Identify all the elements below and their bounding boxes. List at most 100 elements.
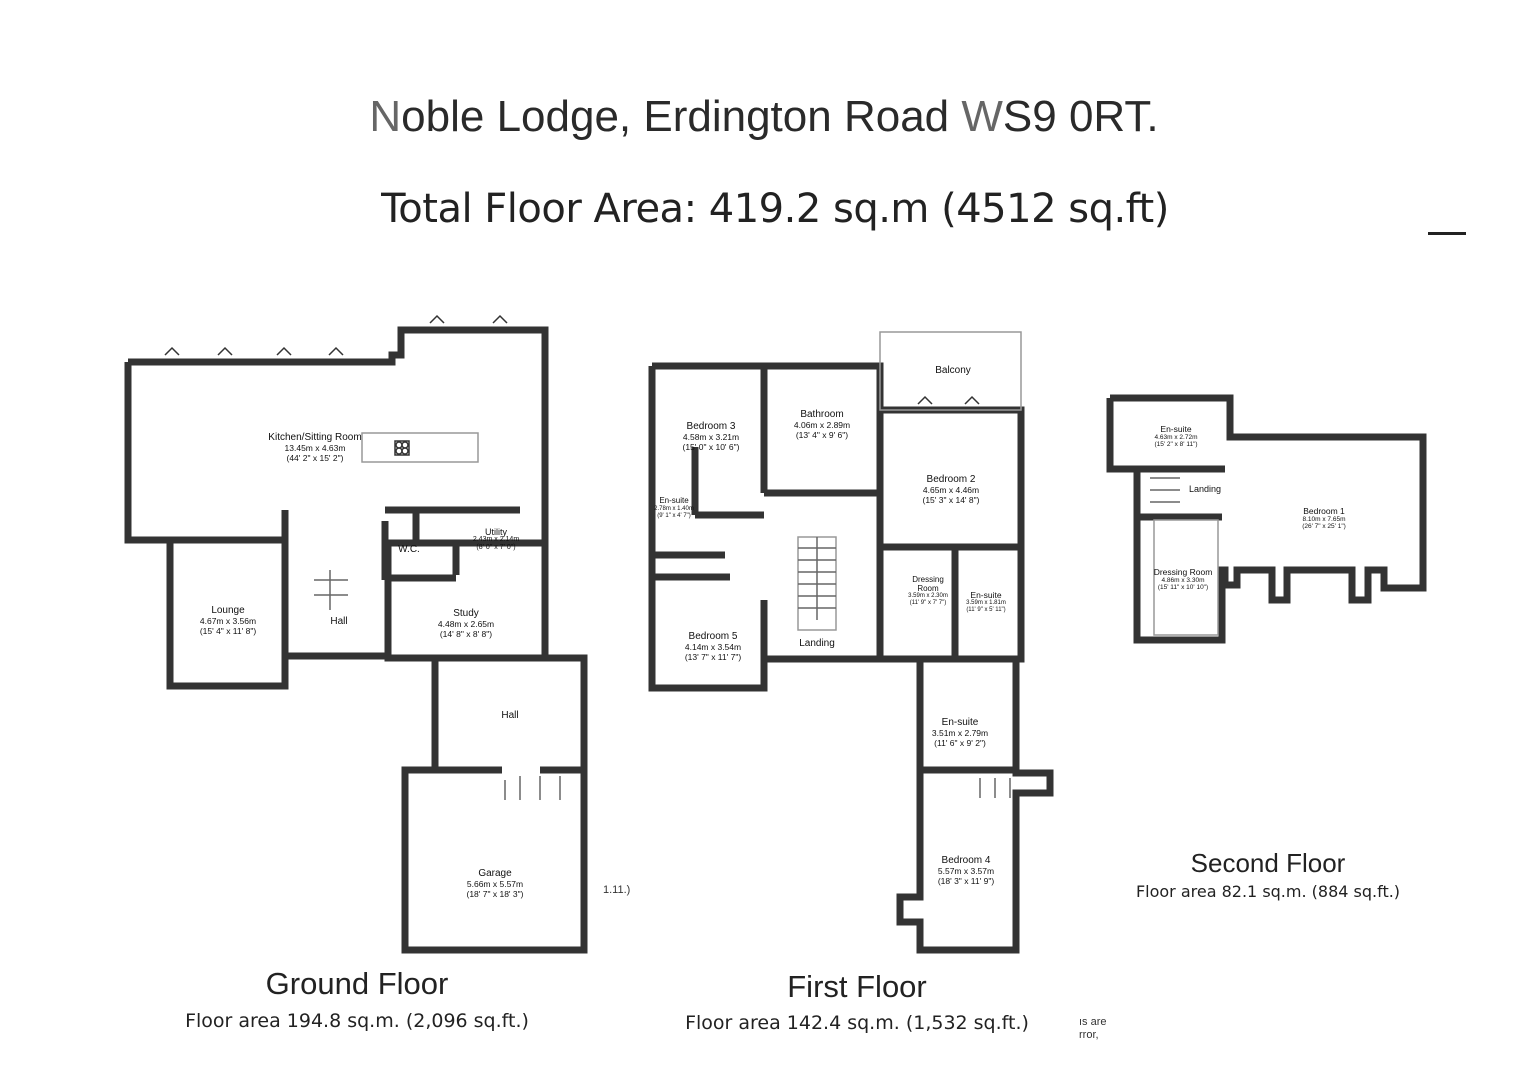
room-metric: 2.43m x 2.14m [472,536,520,543]
room-metric: 4.14m x 3.54m [684,642,742,652]
ground-floor-area: Floor area 194.8 sq.m. (2,096 sq.ft.) [185,1010,529,1032]
first-floor-title: First Floor [787,969,927,1004]
room-metric: 8.10m x 7.65m [1302,516,1346,523]
room-name: Kitchen/Sitting Room [268,432,362,443]
room-metric: 4.86m x 3.30m [1161,577,1205,584]
total-floor-area: Total Floor Area: 419.2 sq.m (4512 sq.ft… [381,186,1169,232]
room-imperial: (44' 2" x 15' 2") [286,453,344,463]
room-name: Bedroom 4 [941,855,991,866]
room-name: En-suite [970,590,1002,600]
room-name: Bedroom 1 [1303,506,1345,516]
room-name: Dressing Room [1153,567,1213,577]
room-name: Hall [330,616,348,627]
second-floor-area: Floor area 82.1 sq.m. (884 sq.ft.) [1135,882,1401,901]
room-imperial: (11' 9" x 7' 7") [909,600,947,606]
scan-mark [1428,232,1466,235]
room-name: En-suite [1160,424,1192,434]
bedroom4-wall [896,659,1054,954]
disclaimer-line-1: ıs are [1079,1016,1107,1028]
room-imperial: (8' 0" x 7' 0") [476,544,516,551]
room-name: Landing [799,638,835,649]
room-name: Bedroom 5 [688,631,738,642]
room-imperial: (15' 0" x 10' 6") [682,442,740,452]
room-label-landing: Landing [799,639,835,649]
room-metric: 13.45m x 4.63m [284,443,346,453]
room-name: Garage [478,868,512,879]
room-name: Bedroom 3 [686,421,736,432]
kitchen-island [361,432,479,463]
room-imperial: (15' 4" x 11' 8") [199,626,257,636]
room-metric: 4.65m x 4.46m [922,485,980,495]
room-label-landing-2: Landing [1189,484,1221,494]
room-name: Balcony [935,365,971,376]
title-postcode: S9 0RT. [1002,92,1159,141]
second-floor-title: Second Floor [1190,848,1346,878]
title-w: W [961,92,1003,141]
balcony [879,331,1022,411]
room-label-wc: W.C. [398,545,420,555]
room-name: W.C. [398,544,420,555]
room-name: Bedroom 2 [926,474,976,485]
room-metric: 4.58m x 3.21m [682,432,740,442]
room-name: Hall [501,710,519,721]
first-floor-area: Floor area 142.4 sq.m. (1,532 sq.ft.) [685,1012,1029,1034]
room-label-hall: Hall [330,617,347,627]
garage-wall [401,654,588,954]
room-imperial: (13' 7" x 11' 7") [684,652,742,662]
room-name: Study [453,608,479,619]
room-metric: 2.78m x 1.40m [654,506,694,512]
handwritten-mark: 1.11.) [603,884,631,896]
room-imperial: (11' 6" x 9' 2") [934,738,986,748]
room-imperial: (11' 9" x 5' 11") [966,607,1006,613]
room-imperial: (15' 11" x 10' 10") [1157,584,1209,591]
room-label-hall-2: Hall [501,711,518,721]
disclaimer-line-2: rror, [1079,1029,1099,1041]
room-name: Lounge [211,605,245,616]
room-imperial: (18' 3" x 11' 9") [937,876,995,886]
property-title: Noble Lodge, Erdington Road WS9 0RT. [0,92,1528,142]
room-imperial: (9' 1" x 4' 7") [657,513,691,519]
room-metric: 5.57m x 3.57m [937,866,995,876]
room-metric: 3.59m x 2.30m [908,593,948,599]
room-name: Utility [485,527,507,537]
room-label-balcony: Balcony [935,366,971,376]
room-name: En-suite [659,496,689,505]
room-imperial: (15' 3" x 14' 8") [922,495,980,505]
ground-floor-title: Ground Floor [265,966,449,1001]
room-imperial: (15' 2" x 8' 11") [1154,441,1198,448]
room-name: Landing [1188,484,1222,494]
room-imperial: (26' 7" x 25' 1") [1302,523,1346,530]
room-name: En-suite [941,717,979,728]
ground-floor-outer-wall [124,326,549,690]
room-metric: 4.67m x 3.56m [199,616,257,626]
room-metric: 3.51m x 2.79m [931,728,989,738]
room-name: Dressing Room [912,575,944,593]
room-metric: 4.06m x 2.89m [793,420,851,430]
room-imperial: (18' 7" x 18' 3") [466,889,524,899]
room-imperial: (14' 8" x 8' 8") [439,629,493,639]
room-imperial: (13' 4" x 9' 6") [795,430,849,440]
room-metric: 5.66m x 5.57m [466,879,524,889]
title-main: oble Lodge, Erdington Road [401,92,962,141]
room-metric: 3.59m x 1.81m [966,600,1006,606]
room-metric: 4.63m x 2.72m [1154,434,1198,441]
